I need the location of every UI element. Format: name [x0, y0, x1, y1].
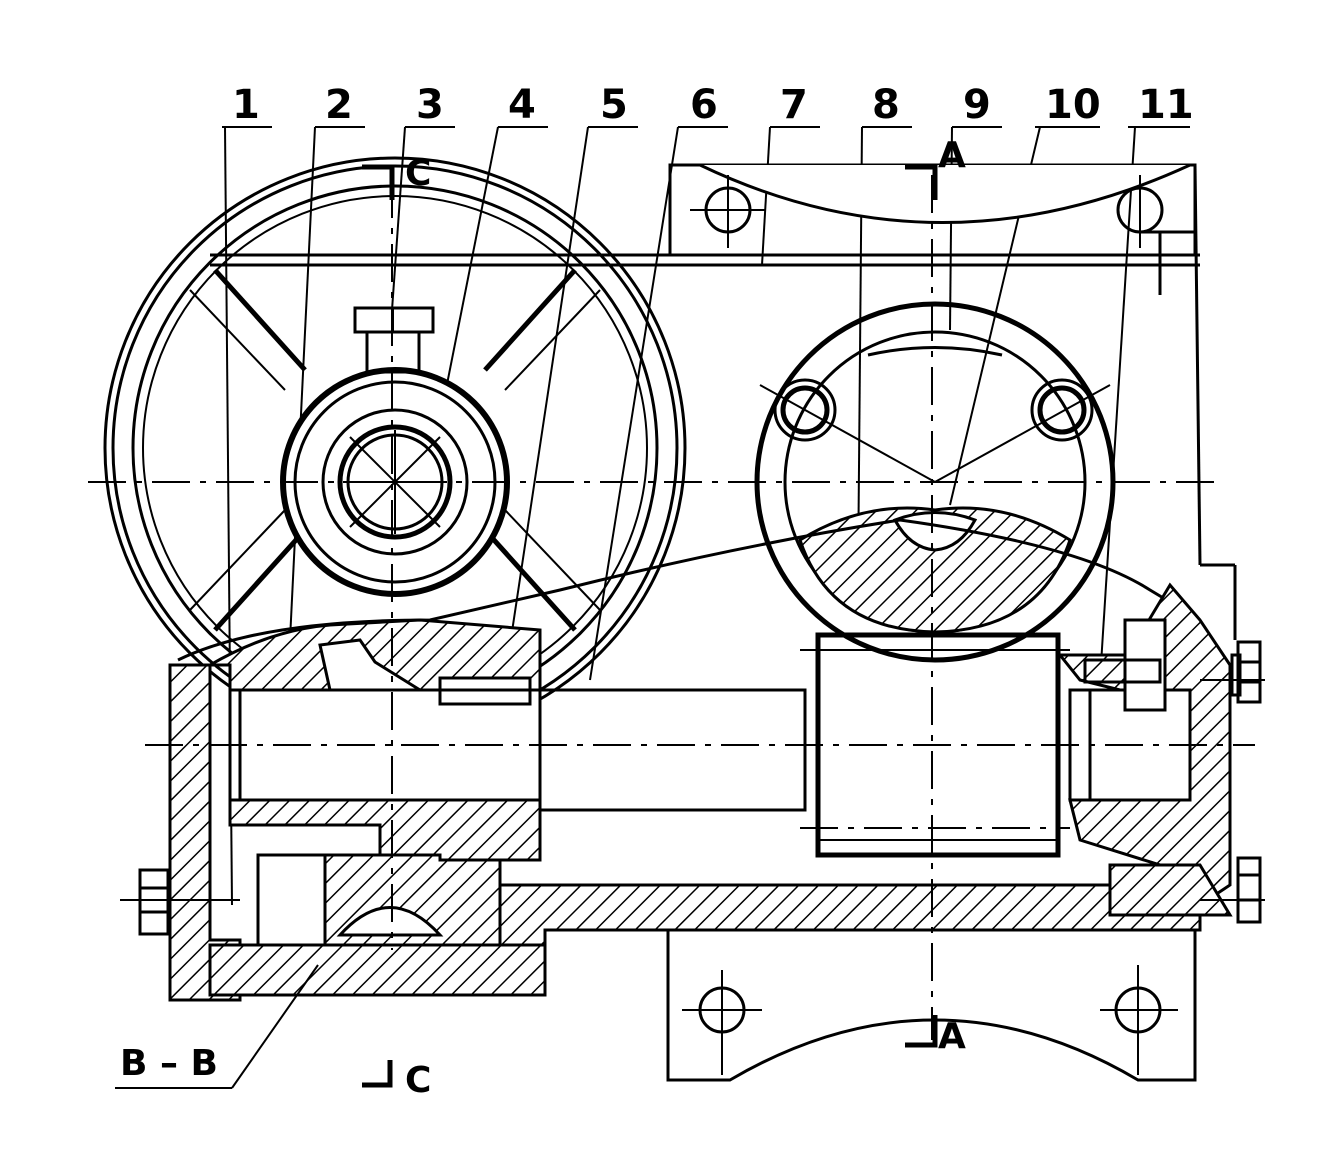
part-label-11: 11: [1138, 82, 1194, 128]
part-label-8: 8: [872, 82, 900, 128]
part-label-9: 9: [963, 82, 991, 128]
part-label-10: 10: [1045, 82, 1101, 128]
part-label-3: 3: [416, 82, 444, 128]
part-label-2: 2: [325, 82, 353, 128]
part-label-1: 1: [232, 82, 260, 128]
part-label-5: 5: [600, 82, 628, 128]
part-label-4: 4: [508, 82, 536, 128]
section-mark-a-top: A: [938, 135, 966, 176]
part-labels: 1 2 3 4 5 6 7 8 9 10 11: [232, 82, 1194, 128]
section-mark-c-bottom: C: [405, 1060, 431, 1101]
right-bearing-housing: [1060, 585, 1230, 915]
part-label-6: 6: [690, 82, 718, 128]
part-label-7: 7: [780, 82, 808, 128]
section-mark-c-top: C: [405, 153, 431, 194]
section-label-bb: B – B: [120, 1043, 218, 1084]
section-mark-a-bottom: A: [938, 1016, 966, 1057]
